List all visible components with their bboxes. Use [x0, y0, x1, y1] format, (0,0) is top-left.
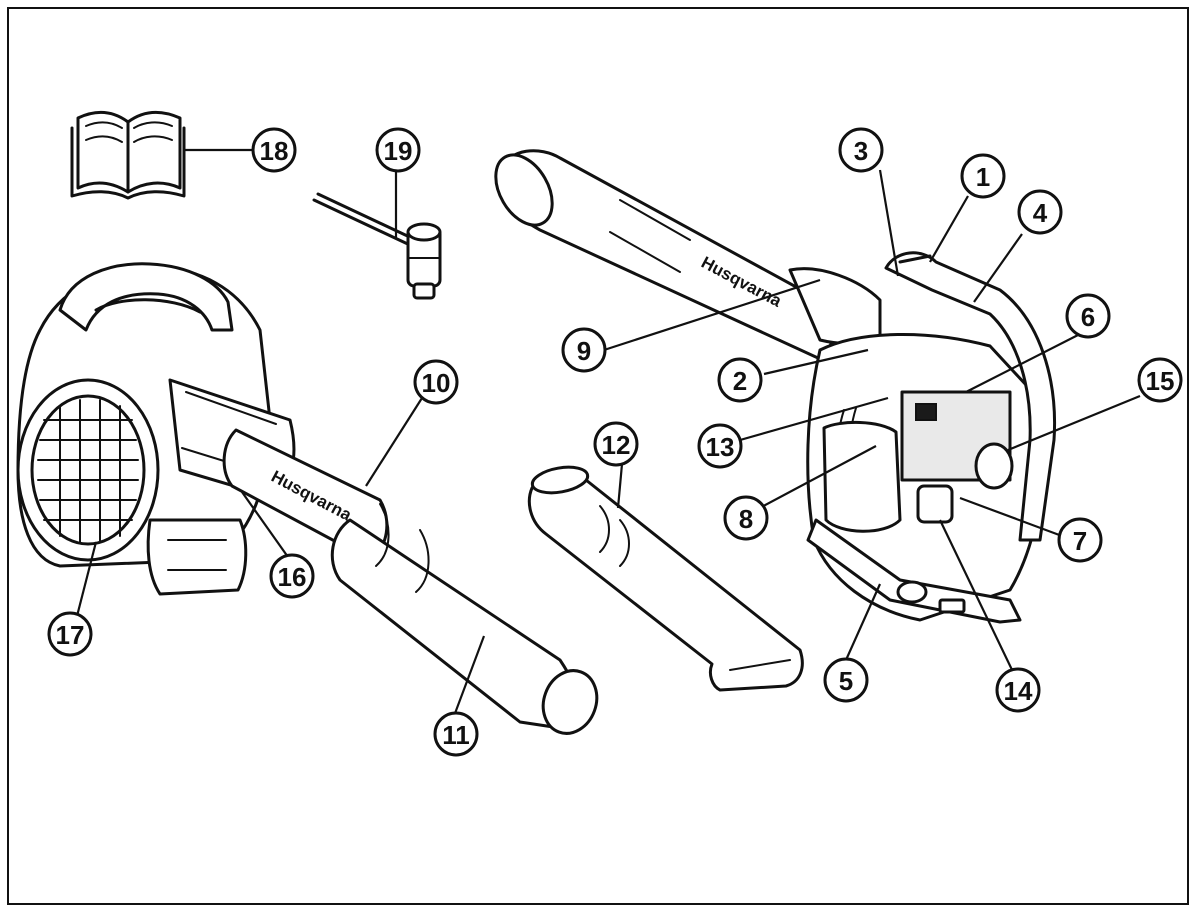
callout-17: 17 — [47, 611, 93, 657]
callout-circle — [838, 127, 884, 173]
callout-number: 6 — [1081, 302, 1095, 332]
callout-circle — [823, 657, 869, 703]
callout-circle — [995, 667, 1041, 713]
callout-3: 3 — [838, 127, 884, 173]
callout-13: 13 — [697, 423, 743, 469]
callout-12: 12 — [593, 421, 639, 467]
blower-front-view: Husqvarna — [494, 149, 1057, 624]
callout-circle — [1065, 293, 1111, 339]
callout-number: 10 — [422, 368, 451, 398]
operator-manual-book-icon — [70, 111, 186, 200]
callout-circle — [1057, 517, 1103, 563]
callout-5: 5 — [823, 657, 869, 703]
callout-11: 11 — [433, 711, 479, 757]
callout-circle — [960, 153, 1006, 199]
callout-number: 8 — [739, 504, 753, 534]
callout-circle — [1017, 189, 1063, 235]
callout-8: 8 — [723, 495, 769, 541]
callout-circle — [1137, 357, 1183, 403]
callout-number: 12 — [602, 430, 631, 460]
callout-circle — [269, 553, 315, 599]
callout-4: 4 — [1017, 189, 1063, 235]
callout-14: 14 — [995, 667, 1041, 713]
callout-15: 15 — [1137, 357, 1183, 403]
blower-side-view: Husqvarna — [16, 262, 599, 735]
callout-2: 2 — [717, 357, 763, 403]
callout-circle — [433, 711, 479, 757]
callout-number: 13 — [706, 432, 735, 462]
callout-number: 5 — [839, 666, 853, 696]
callout-number: 17 — [56, 620, 85, 650]
callout-9: 9 — [561, 327, 607, 373]
callout-number: 11 — [442, 720, 470, 750]
callout-circle — [251, 127, 297, 173]
callout-number: 9 — [577, 336, 591, 366]
callout-circle — [413, 359, 459, 405]
callout-circle — [697, 423, 743, 469]
callout-6: 6 — [1065, 293, 1111, 339]
callout-number: 16 — [278, 562, 307, 592]
callout-circle — [717, 357, 763, 403]
callout-number: 1 — [976, 162, 990, 192]
callout-number: 14 — [1004, 676, 1033, 706]
combination-spanner-icon — [312, 192, 442, 300]
callout-number: 18 — [260, 136, 289, 166]
callout-number: 4 — [1033, 198, 1048, 228]
callout-circle — [561, 327, 607, 373]
callout-7: 7 — [1057, 517, 1103, 563]
callout-circle — [593, 421, 639, 467]
callout-number: 19 — [384, 136, 413, 166]
callout-number: 2 — [733, 366, 747, 396]
callout-16: 16 — [269, 553, 315, 599]
callout-1: 1 — [960, 153, 1006, 199]
callout-18: 18 — [251, 127, 297, 173]
callout-19: 19 — [375, 127, 421, 173]
callout-number: 15 — [1146, 366, 1175, 396]
callout-circle — [47, 611, 93, 657]
callout-circle — [375, 127, 421, 173]
callout-number: 3 — [854, 136, 868, 166]
flat-nozzle-part — [527, 465, 804, 692]
callout-10: 10 — [413, 359, 459, 405]
callout-leaders — [74, 148, 1141, 717]
callout-circle — [723, 495, 769, 541]
callout-number: 7 — [1073, 526, 1087, 556]
